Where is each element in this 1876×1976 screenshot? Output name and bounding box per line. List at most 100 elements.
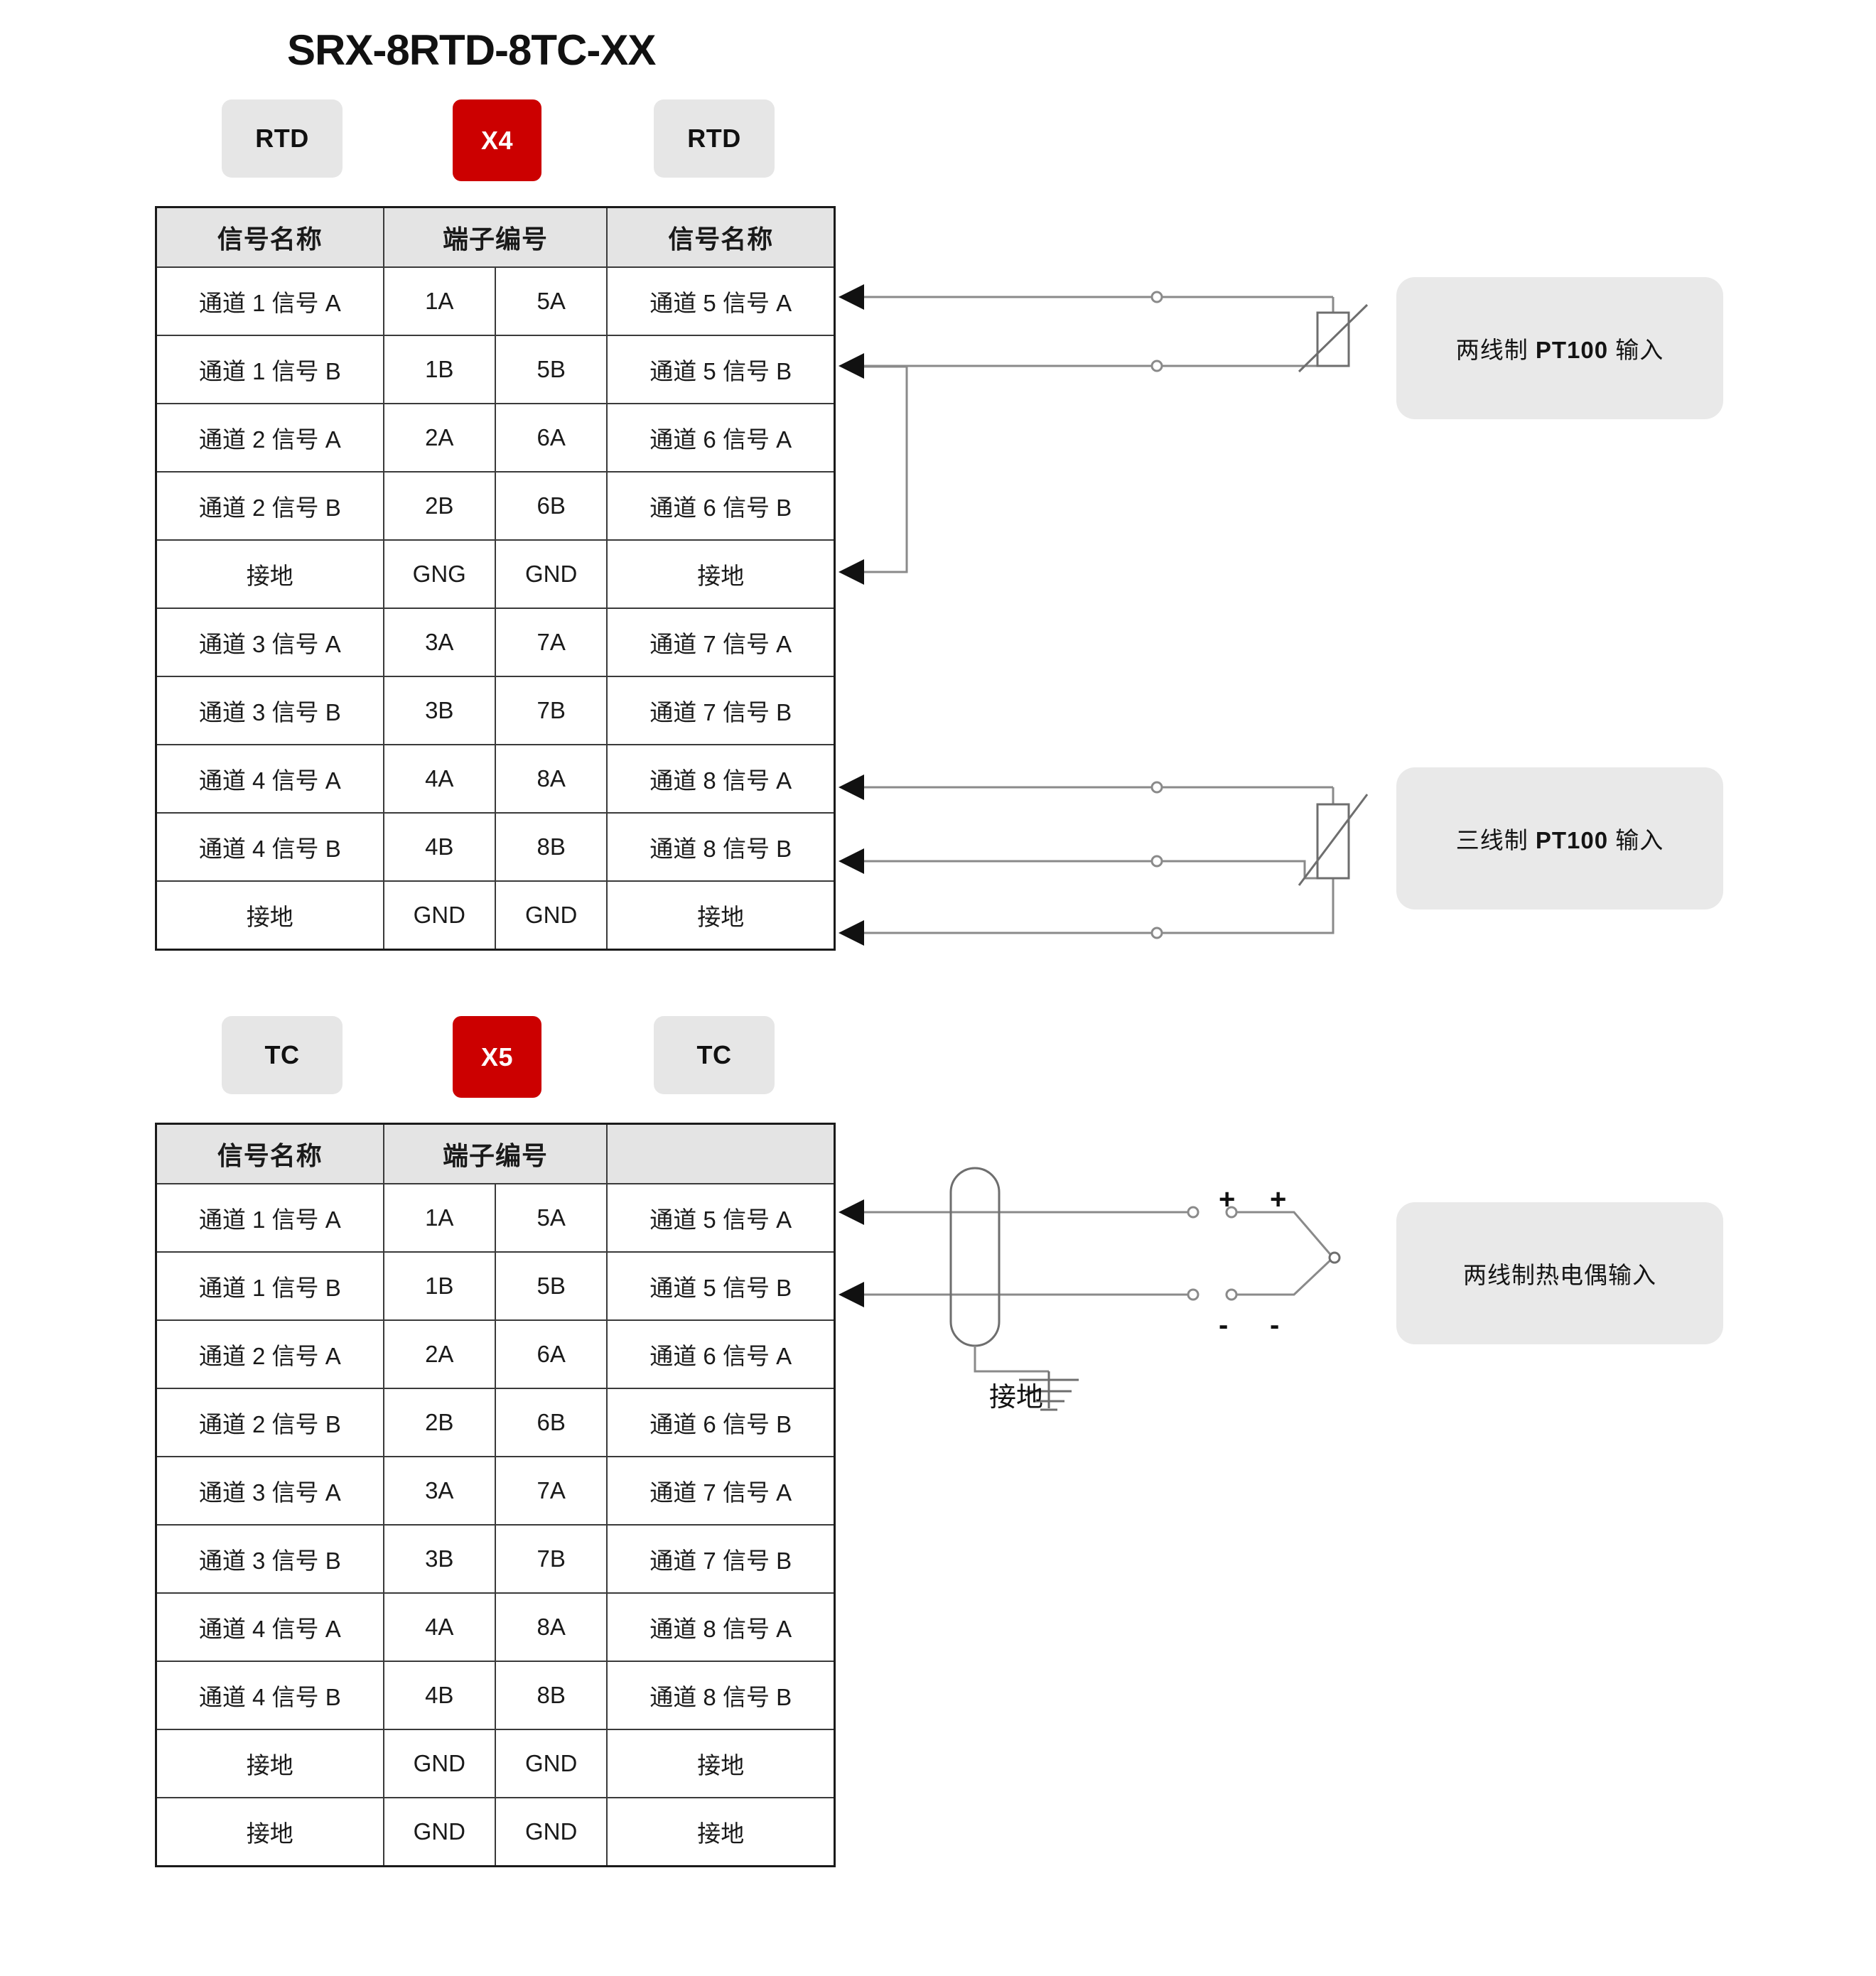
header-signal-left: 信号名称	[155, 1123, 384, 1184]
cell-terminal-left: GNG	[382, 539, 496, 609]
cell-terminal-left: 4A	[382, 1592, 496, 1662]
page-title: SRX-8RTD-8TC-XX	[287, 26, 656, 74]
cell-signal-left: 接地	[155, 1797, 384, 1867]
cell-signal-left: 通道 1 信号 A	[155, 266, 384, 336]
cell-signal-right: 通道 5 信号 B	[606, 1251, 836, 1321]
badge-rtd-right: RTD	[654, 99, 775, 178]
cell-signal-right: 通道 7 信号 B	[606, 1524, 836, 1594]
cell-terminal-left: 2A	[382, 1319, 496, 1389]
arrow-head-tc-positive	[839, 1199, 864, 1225]
arrow-head-gnd	[839, 920, 864, 946]
cell-signal-right: 通道 7 信号 A	[606, 608, 836, 677]
wire-8b	[864, 860, 1306, 878]
badge-tc-right-label: TC	[696, 1040, 732, 1069]
cell-terminal-right: 8B	[494, 812, 608, 882]
cell-signal-left: 通道 2 信号 A	[155, 403, 384, 473]
cell-terminal-right: 7B	[494, 1524, 608, 1594]
cell-terminal-left: 4B	[382, 812, 496, 882]
cell-terminal-left: GND	[382, 1729, 496, 1798]
cell-terminal-right: 7B	[494, 676, 608, 745]
cell-signal-right: 通道 5 信号 A	[606, 1183, 836, 1253]
cell-signal-left: 通道 4 信号 B	[155, 1661, 384, 1730]
two-wire-ground-branch	[839, 365, 908, 585]
badge-x4-label: X4	[480, 125, 514, 155]
cell-terminal-left: 2B	[382, 1388, 496, 1457]
badge-rtd-right-label: RTD	[687, 124, 741, 153]
polarity-plus-right: +	[1270, 1184, 1287, 1215]
cell-signal-left: 通道 4 信号 A	[155, 1592, 384, 1662]
cell-signal-right: 通道 8 信号 B	[606, 1661, 836, 1730]
terminal-node-tc-pos-left	[1187, 1206, 1200, 1219]
terminal-node-gnd	[1150, 927, 1163, 939]
cell-signal-left: 通道 1 信号 A	[155, 1183, 384, 1253]
cell-signal-right: 通道 8 信号 A	[606, 1592, 836, 1662]
badge-x5-label: X5	[480, 1042, 514, 1071]
header-signal-left: 信号名称	[155, 206, 384, 268]
badge-x4: X4	[453, 99, 541, 181]
cell-terminal-left: 3A	[382, 1456, 496, 1526]
table-header-row: 信号名称 端子编号	[155, 1123, 836, 1184]
cell-signal-right: 接地	[606, 880, 836, 951]
ground-caption: 接地	[989, 1383, 1044, 1413]
cell-signal-right: 通道 6 信号 A	[606, 403, 836, 473]
terminal-node-top	[1150, 291, 1163, 303]
cell-signal-left: 接地	[155, 1729, 384, 1798]
cell-signal-left: 通道 2 信号 B	[155, 1388, 384, 1457]
cable-shield-outline	[949, 1167, 1001, 1347]
cell-signal-left: 通道 1 信号 B	[155, 335, 384, 404]
cell-terminal-left: GND	[382, 880, 496, 951]
cell-terminal-left: 3B	[382, 676, 496, 745]
badge-x5: X5	[453, 1016, 541, 1098]
cell-signal-left: 接地	[155, 880, 384, 951]
cell-signal-left: 通道 4 信号 B	[155, 812, 384, 882]
polarity-minus-left: -	[1219, 1310, 1229, 1341]
cell-signal-left: 通道 3 信号 A	[155, 1456, 384, 1526]
cell-signal-right: 通道 7 信号 A	[606, 1456, 836, 1526]
thermocouple-junction-node	[1328, 1251, 1341, 1264]
cell-signal-right: 通道 5 信号 B	[606, 335, 836, 404]
terminal-node-tc-neg-right	[1225, 1288, 1238, 1301]
cell-terminal-left: 4A	[382, 744, 496, 814]
terminal-node-tc-neg-left	[1187, 1288, 1200, 1301]
cell-terminal-right: GND	[494, 539, 608, 609]
arrow-head-bottom	[839, 353, 864, 379]
cell-terminal-left: 1A	[382, 266, 496, 336]
cell-terminal-right: 6A	[494, 1319, 608, 1389]
wire-ground-branch	[864, 365, 908, 573]
cell-terminal-right: 6A	[494, 403, 608, 473]
cell-signal-right: 通道 8 信号 B	[606, 812, 836, 882]
table-header-row: 信号名称 端子编号 信号名称	[155, 206, 836, 268]
ground-icon	[1019, 1371, 1079, 1411]
header-terminal: 端子编号	[382, 206, 608, 268]
header-signal-right-empty	[606, 1123, 836, 1184]
cell-terminal-left: 4B	[382, 1661, 496, 1730]
arrow-head-8b	[839, 848, 864, 874]
rtd-variable-slash-3w	[1298, 794, 1369, 886]
rtd-variable-slash	[1298, 303, 1369, 373]
cell-terminal-right: 7A	[494, 608, 608, 677]
thermocouple-schematic	[839, 1167, 1341, 1411]
arrow-head-ground	[839, 559, 864, 585]
cell-terminal-right: GND	[494, 880, 608, 951]
pill-three-wire-pt100: 三线制 PT100 输入	[1396, 767, 1723, 909]
cell-signal-right: 通道 6 信号 B	[606, 471, 836, 541]
cell-terminal-right: 7A	[494, 1456, 608, 1526]
cell-signal-right: 接地	[606, 1797, 836, 1867]
